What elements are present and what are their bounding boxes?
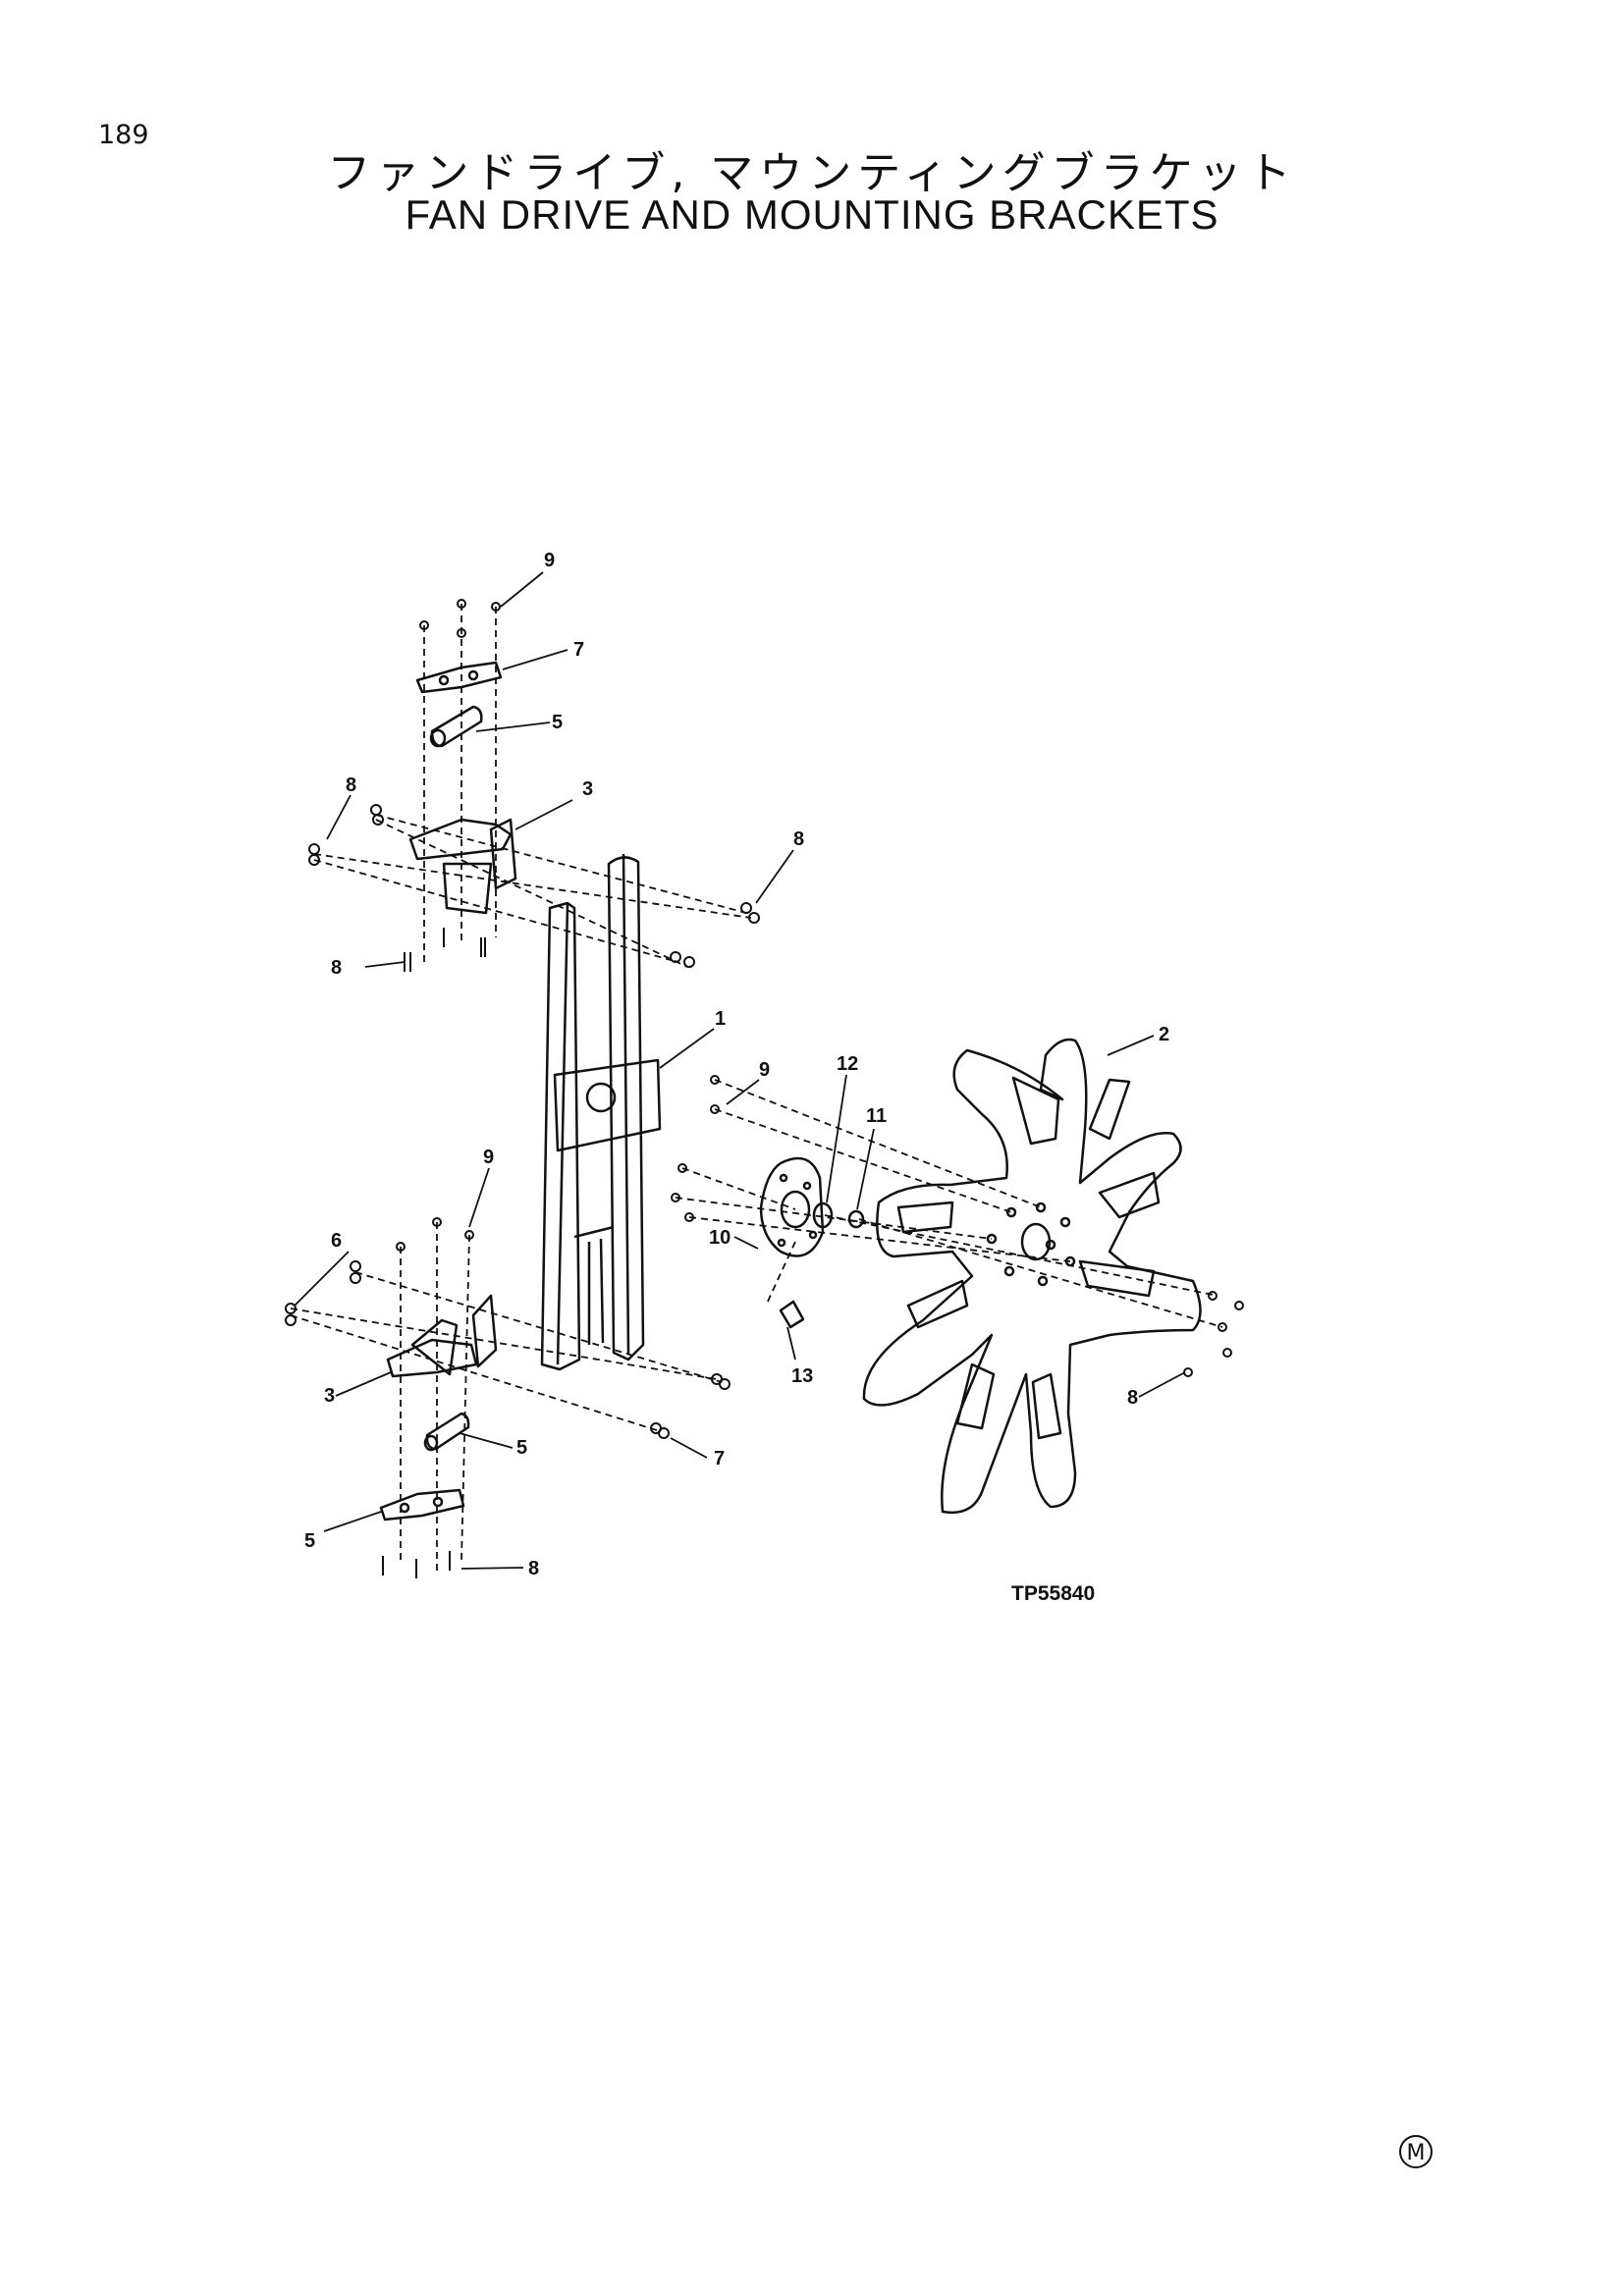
callout-3-low: 3 xyxy=(324,1385,335,1407)
leader-lines xyxy=(294,571,1186,1570)
callout-10: 10 xyxy=(709,1227,731,1249)
callout-2: 2 xyxy=(1159,1024,1169,1045)
title-japanese: ファンドライブ, マウンティングブラケット xyxy=(327,148,1297,198)
callout-8-fan: 8 xyxy=(1127,1387,1138,1409)
fasteners xyxy=(285,599,1244,1578)
title-english: FAN DRIVE AND MOUNTING BRACKETS xyxy=(405,191,1219,238)
callout-9-mid: 9 xyxy=(759,1059,770,1081)
callout-3-top: 3 xyxy=(582,778,593,800)
upper-pin-part-4 xyxy=(429,705,483,748)
callout-7-top: 8 xyxy=(793,828,804,850)
callout-7-low: 7 xyxy=(714,1448,725,1469)
callout-4-low: 5 xyxy=(516,1437,527,1459)
callout-9-low: 9 xyxy=(483,1147,494,1168)
callout-5-low: 5 xyxy=(304,1530,315,1552)
page-number: 189 xyxy=(98,120,149,150)
assembly-lines xyxy=(290,604,1223,1571)
upper-clamp-part-5 xyxy=(415,661,503,694)
mounting-bracket-part-1 xyxy=(540,853,662,1371)
callout-9-top: 9 xyxy=(544,550,555,571)
washer-part-12 xyxy=(812,1201,834,1229)
callout-6-low: 6 xyxy=(331,1230,342,1252)
key-part-13 xyxy=(779,1300,805,1329)
lower-bracket-part-3 xyxy=(386,1294,498,1378)
callout-4-top: 5 xyxy=(552,712,563,733)
callout-12: 12 xyxy=(837,1053,858,1075)
fan-drive-hub-part-10 xyxy=(759,1156,825,1257)
callout-8-low: 8 xyxy=(528,1558,539,1579)
callout-8-top: 8 xyxy=(331,957,342,979)
callout-5-top: 7 xyxy=(573,639,584,661)
callout-6-top: 8 xyxy=(346,774,356,796)
callout-1: 1 xyxy=(715,1008,726,1030)
upper-bracket-part-3 xyxy=(408,818,517,915)
nut-part-11 xyxy=(847,1209,865,1229)
callout-13: 13 xyxy=(791,1365,813,1387)
callout-11: 11 xyxy=(866,1105,887,1127)
lower-pin-part-4 xyxy=(423,1412,470,1452)
fan-part-2 xyxy=(862,1038,1202,1515)
corner-mark: M xyxy=(1399,2135,1433,2168)
figure-code: TP55840 xyxy=(1011,1582,1095,1605)
lower-clamp-part-5 xyxy=(379,1488,465,1522)
